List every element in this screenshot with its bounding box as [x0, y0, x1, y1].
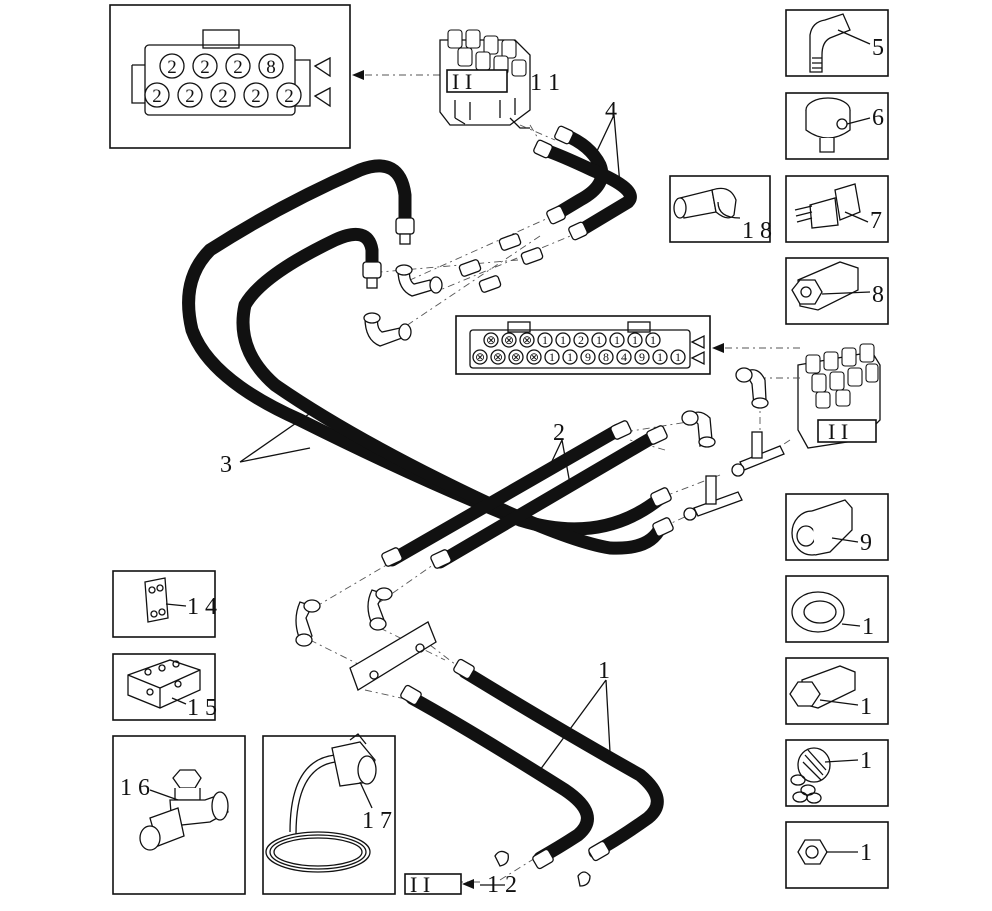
- hose-2-pair: [385, 423, 662, 569]
- pin-label: 4: [621, 350, 627, 364]
- callout-ref-bottom: 1 2: [487, 872, 517, 898]
- pin-label: 1: [560, 333, 566, 347]
- connector-detail-small: 2 2 2 8 2 2 2 2 2: [109, 4, 351, 149]
- pin-label: 8: [603, 350, 609, 364]
- pin-label: 8: [266, 57, 276, 78]
- pin-label: ⊗: [475, 350, 485, 364]
- detail-box-13: 1: [785, 821, 889, 889]
- ref-box-top-label: I I: [452, 69, 472, 94]
- callout-detail-9: 9: [860, 530, 872, 556]
- pin-label: 1: [675, 350, 681, 364]
- callout-detail-7: 7: [870, 208, 882, 234]
- callout-detail-11: 1: [860, 694, 872, 720]
- detail-box-10: 1: [785, 575, 889, 643]
- connector-detail-large: ⊗ ⊗ ⊗ 1 1 2 1 1 1 1 ⊗ ⊗ ⊗ ⊗ 1 1 9 8 4 9 …: [455, 315, 711, 375]
- callout-leaders: [239, 114, 621, 886]
- pin-label: 2: [185, 86, 195, 107]
- callout-detail-14: 1 4: [187, 594, 217, 620]
- callout-detail-8: 8: [872, 282, 884, 308]
- pin-label: ⊗: [493, 350, 503, 364]
- pin-label: 1: [542, 333, 548, 347]
- detail-box-15: 1 5: [112, 653, 217, 721]
- pin-label: ⊗: [504, 333, 514, 347]
- pin-label: ⊗: [522, 333, 532, 347]
- pin-label: 1: [549, 350, 555, 364]
- pin-label: 1: [614, 333, 620, 347]
- small-connector-row1: 2 2 2 8: [159, 53, 284, 79]
- ref-box-bottom-label: I I: [410, 872, 430, 897]
- callout-detail-13: 1: [860, 840, 872, 866]
- detail-box-17: 1 7: [262, 733, 396, 895]
- detail-box-8: 8: [785, 257, 889, 325]
- detail-box-5: 5: [785, 9, 889, 77]
- pin-label: 9: [639, 350, 645, 364]
- pin-label: 1: [650, 333, 656, 347]
- detail-box-14: 1 4: [112, 570, 217, 638]
- detail-box-6: 6: [785, 92, 889, 160]
- pin-label: 2: [218, 86, 228, 107]
- hose-fittings: [295, 125, 785, 887]
- large-connector-row1: ⊗ ⊗ ⊗ 1 1 2 1 1 1 1: [483, 332, 661, 348]
- callout-hose-1: 1: [598, 658, 610, 684]
- callout-detail-18: 1 8: [742, 218, 772, 244]
- pin-label: ⊗: [511, 350, 521, 364]
- pin-label: 1: [596, 333, 602, 347]
- pin-label: 1: [632, 333, 638, 347]
- ref-box-bottom: I I: [404, 872, 474, 897]
- callout-detail-17: 1 7: [362, 808, 392, 834]
- callout-detail-6: 6: [872, 105, 884, 131]
- detail-box-12: 1: [785, 739, 889, 807]
- pin-label: 2: [233, 57, 243, 78]
- detail-box-11: 1: [785, 657, 889, 725]
- valve-block-right: I I: [797, 343, 881, 449]
- callout-hose-2: 2: [553, 420, 565, 446]
- pin-label: 2: [578, 333, 584, 347]
- ref-box-right-label: I I: [828, 419, 848, 444]
- pin-label: 2: [167, 57, 177, 78]
- hose-1-pair: [405, 665, 664, 865]
- pin-label: ⊗: [486, 333, 496, 347]
- callout-detail-10: 1: [862, 614, 874, 640]
- callout-detail-16: 1 6: [120, 775, 150, 801]
- pin-label: 1: [567, 350, 573, 364]
- callout-detail-15: 1 5: [187, 695, 217, 721]
- pin-label: 2: [284, 86, 294, 107]
- detail-box-9: 9: [785, 493, 889, 561]
- callout-detail-12: 1: [860, 748, 872, 774]
- pin-label: 2: [251, 86, 261, 107]
- valve-block-top: I I: [439, 29, 531, 129]
- callout-hose-4: 4: [605, 98, 617, 124]
- pin-label: ⊗: [529, 350, 539, 364]
- large-connector-row2: ⊗ ⊗ ⊗ ⊗ 1 1 9 8 4 9 1 1: [472, 349, 686, 365]
- detail-box-7: 7: [785, 175, 889, 243]
- callout-hose-3: 3: [220, 452, 232, 478]
- callout-ref-top-valve: 1 1: [530, 70, 560, 96]
- pin-label: 9: [585, 350, 591, 364]
- detail-box-18: 1 8: [669, 175, 772, 244]
- pin-label: 2: [152, 86, 162, 107]
- pin-label: 2: [200, 57, 210, 78]
- detail-box-16: 1 6: [112, 735, 246, 895]
- pin-label: 1: [657, 350, 663, 364]
- callout-detail-5: 5: [872, 35, 884, 61]
- hose-4-pair: [538, 128, 637, 239]
- small-connector-row2: 2 2 2 2 2: [144, 82, 302, 108]
